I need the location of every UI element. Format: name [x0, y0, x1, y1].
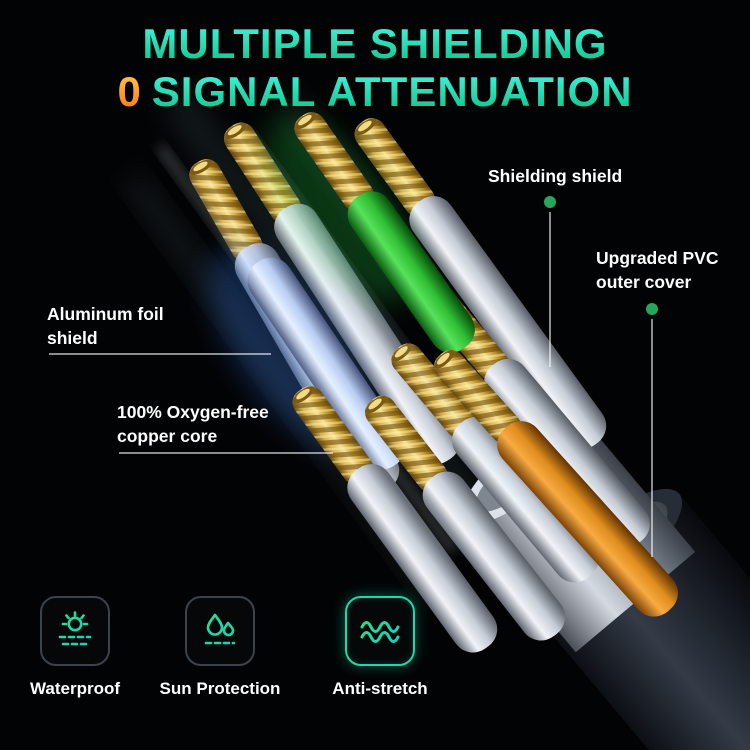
wire-white-lower-left: [287, 380, 498, 653]
callout-line: [651, 319, 653, 557]
callout-dot: [544, 196, 556, 208]
callout-line: [549, 212, 551, 367]
wire-white-back-1: [218, 117, 461, 465]
water-drops-icon: [204, 613, 236, 645]
stretch-wave-icon: [360, 621, 400, 643]
feature-anti-stretch: Anti-stretch: [305, 596, 455, 699]
headline-zero: 0: [117, 68, 142, 116]
callout-shielding-shield: Shielding shield: [488, 165, 622, 189]
wire-white-back-2: [349, 112, 607, 450]
callout-dot: [646, 303, 658, 315]
headline-line1: MULTIPLE SHIELDING: [0, 20, 750, 68]
callout-label-line2: copper core: [117, 425, 218, 446]
callout-label-line1: 100% Oxygen-free: [117, 402, 269, 422]
callout-label: Shielding shield: [488, 166, 623, 186]
callout-label-line2: outer cover: [596, 271, 692, 292]
feature-sun-protection: Sun Protection: [145, 596, 295, 699]
wire-green: [288, 106, 475, 353]
light-beams-front: [156, 129, 528, 554]
callout-label-line2: shield: [47, 327, 98, 348]
callout-pvc-outer-cover: Upgraded PVC outer cover: [596, 247, 719, 294]
wire-white-right: [417, 279, 650, 548]
feature-label: Anti-stretch: [332, 679, 428, 698]
wire-orange: [428, 344, 678, 617]
feature-waterproof: Waterproof: [0, 596, 150, 699]
feature-icon-box: [345, 596, 415, 666]
callout-line: [49, 353, 271, 355]
callout-label-line1: Aluminum foil: [47, 304, 164, 324]
headline-line2-text: SIGNAL ATTENUATION: [151, 68, 633, 116]
callout-line: [119, 452, 333, 454]
feature-label: Sun Protection: [159, 679, 281, 698]
callout-aluminum-foil-shield: Aluminum foil shield: [47, 303, 164, 350]
feature-icon-box: [185, 596, 255, 666]
callout-copper-core: 100% Oxygen-free copper core: [117, 401, 269, 448]
feature-label: Waterproof: [29, 679, 121, 698]
feature-icon-box: [40, 596, 110, 666]
wire-white-lower-mid: [359, 390, 566, 641]
sun-icon: [58, 611, 92, 646]
callout-label-line1: Upgraded PVC: [596, 248, 719, 268]
